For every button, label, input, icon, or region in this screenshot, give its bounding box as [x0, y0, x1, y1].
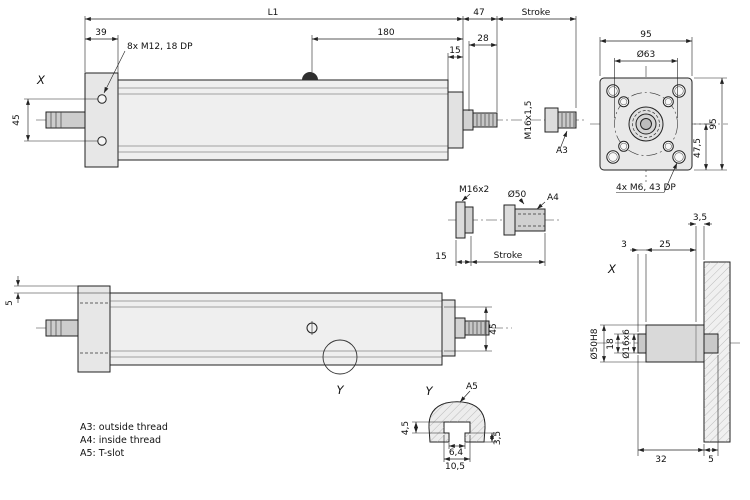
dim-50: Ø50	[508, 189, 527, 200]
dim-4-5: 4,5	[401, 421, 411, 435]
dim-45-left: 45	[12, 114, 22, 125]
dim-l1: L1	[268, 8, 279, 18]
dim-5-wall: 5	[708, 455, 714, 465]
dim-28: 28	[477, 34, 489, 44]
rod-end-collar	[544, 107, 559, 133]
legend-a5: A5: T-slot	[80, 448, 125, 459]
flange-front-view: 95 Ø63 95 47,5 4x M6, 43 DP	[590, 30, 728, 193]
detail-callout-y	[322, 339, 358, 375]
dim-5-left: 5	[5, 300, 15, 306]
rod-stub	[637, 333, 647, 354]
dim-15-a4: 15	[435, 252, 446, 262]
dim-3-5-top: 3,5	[693, 213, 707, 223]
top-side-view: L1 47 Stroke 39 180 8x M12, 18 DP 28 15 …	[12, 8, 586, 168]
piston-rod-2	[454, 317, 466, 339]
legend-a3: A3: outside thread	[80, 422, 168, 433]
dim-3: 3	[621, 240, 627, 250]
thread-m16x15: M16x1,5	[524, 101, 534, 140]
dim-18: 18	[606, 338, 616, 350]
coupler-washer	[503, 204, 516, 236]
dim-95-side: 95	[709, 118, 719, 129]
view-label-x: X	[36, 73, 46, 87]
dim-15-top: 15	[449, 46, 460, 56]
dim-95-top: 95	[640, 30, 651, 40]
legend: A3: outside thread A4: inside thread A5:…	[80, 422, 168, 459]
rod-in-wall	[703, 333, 719, 354]
dim-32: 32	[655, 455, 666, 465]
section-label-x: X	[607, 262, 617, 276]
cylinder-tube	[117, 79, 449, 161]
rod-bore	[640, 118, 652, 130]
bottom-side-view: 5 45 Y	[5, 276, 512, 397]
callout-label-y: Y	[336, 383, 344, 397]
rear-rod	[45, 111, 86, 129]
dim-180: 180	[377, 28, 394, 38]
legend-a4: A4: inside thread	[80, 435, 161, 446]
dim-39: 39	[95, 28, 107, 38]
rod-end-stud	[557, 111, 577, 129]
piston-rod	[462, 109, 474, 131]
rear-end-cap	[84, 72, 119, 168]
label-a4: A4	[547, 193, 559, 203]
dim-6-4: 6,4	[449, 448, 464, 458]
section-x-view: 3,5 3 25 X Ø50H8 18 Ø16x6 32 5	[589, 213, 742, 465]
bolt-note: 8x M12, 18 DP	[127, 42, 193, 52]
dim-45-right: 45	[489, 323, 499, 334]
pilot-spigot	[645, 324, 705, 363]
dim-50h8: Ø50H8	[589, 328, 600, 359]
port-boss	[302, 72, 318, 80]
rod-end-detail-a4: M16x2 Ø50 A4 15 Stroke	[435, 185, 562, 266]
detail-label-y: Y	[425, 384, 433, 398]
tslot-detail-y: Y A5 4,5 3,5 6,4 10,5	[401, 382, 503, 472]
label-a3: A3	[556, 146, 568, 156]
dim-16x6: Ø16x6	[621, 329, 632, 359]
dim-10-5: 10,5	[445, 462, 465, 472]
dim-47-5: 47,5	[693, 138, 703, 158]
dim-stroke: Stroke	[522, 8, 551, 18]
rear-end-cap-2	[77, 285, 111, 373]
front-bearing-step	[447, 91, 464, 149]
rod-collar	[455, 201, 466, 239]
dim-63: Ø63	[637, 49, 656, 60]
cylinder-tube-2	[109, 292, 443, 366]
dim-3-5-slot: 3,5	[493, 431, 503, 445]
label-a5: A5	[466, 382, 478, 392]
thread-m16x2: M16x2	[459, 185, 489, 195]
coupler-body	[514, 208, 546, 232]
dim-47: 47	[473, 8, 484, 18]
dim-stroke-a4: Stroke	[494, 251, 523, 261]
flange-note: 4x M6, 43 DP	[616, 183, 676, 193]
dim-25: 25	[659, 240, 670, 250]
